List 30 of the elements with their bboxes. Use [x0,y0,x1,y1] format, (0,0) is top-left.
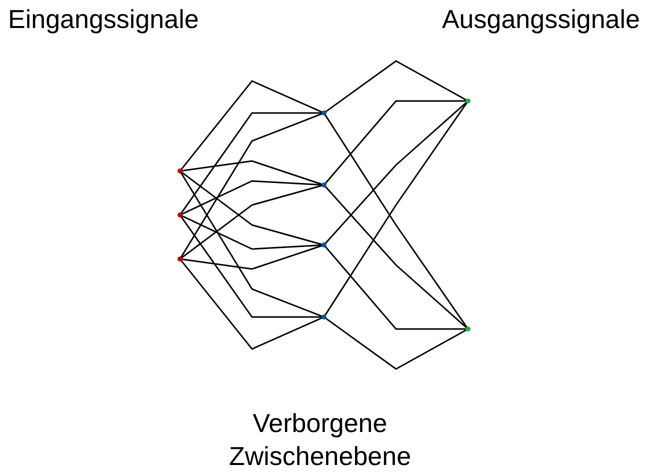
connector [180,216,322,318]
connector [182,244,322,270]
connector [180,112,322,214]
connector [324,102,467,244]
connector [182,160,322,186]
connector [180,80,322,170]
connector [181,215,322,250]
node-circle [178,168,182,174]
connector [324,186,467,328]
connector [181,172,322,246]
connector [180,113,322,258]
node-circle [322,242,326,248]
connector [180,260,322,350]
connector [324,100,466,184]
node-circle [322,182,326,188]
connector [325,60,467,112]
layer-label: Verborgene Zwischenebene [228,407,412,472]
node-circle [466,326,470,332]
connector [325,318,467,370]
node-circle [322,110,326,116]
connector [181,180,322,215]
layer-label: Eingangssignale [8,4,199,35]
connector [181,184,322,258]
node-circle [178,256,182,262]
connector [180,172,322,317]
layer-label: Ausgangssignale [442,4,640,35]
node-circle [322,314,326,320]
connector [324,246,466,330]
node-circle [466,98,470,104]
node-circle [178,212,182,218]
